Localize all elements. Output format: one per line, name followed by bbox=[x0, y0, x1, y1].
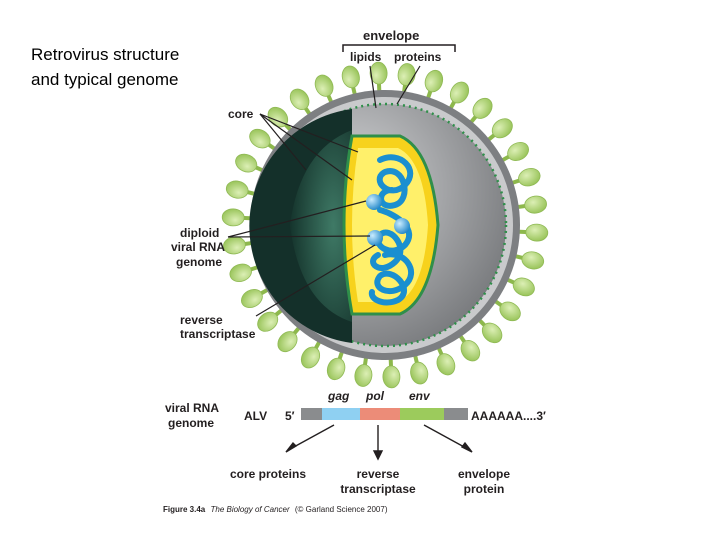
rna-strand-bottom bbox=[368, 251, 414, 306]
pointer-diploid-2 bbox=[227, 235, 371, 238]
caption-credit: (© Garland Science 2007) bbox=[295, 505, 388, 514]
genome-map-virus: ALV bbox=[244, 409, 267, 423]
gene-gag-label: gag bbox=[327, 389, 350, 403]
spike-head bbox=[472, 97, 493, 119]
product-core-proteins: core proteins bbox=[230, 467, 306, 481]
gene-pol-segment bbox=[360, 408, 400, 420]
label-rt-2: transcriptase bbox=[180, 327, 256, 341]
spike-head bbox=[221, 208, 245, 227]
spike-head bbox=[481, 322, 503, 344]
label-envelope: envelope bbox=[363, 28, 419, 43]
spike-head bbox=[241, 288, 263, 309]
product-arrows bbox=[285, 424, 473, 461]
label-lipids: lipids bbox=[350, 50, 382, 64]
spike-head bbox=[223, 236, 246, 255]
product-rt-line-2: transcriptase bbox=[340, 482, 416, 496]
spike-head bbox=[257, 311, 279, 332]
pointer-diploid-1 bbox=[227, 200, 367, 238]
spike-head bbox=[235, 153, 258, 173]
pointer-lipids bbox=[369, 65, 377, 109]
spike-head bbox=[499, 301, 521, 322]
slide-title-line-1: Retrovirus structure bbox=[31, 45, 180, 64]
arrow-pol-head bbox=[372, 450, 384, 461]
core-interior bbox=[290, 130, 352, 322]
genome-map-3prime: AAAAAA....3′ bbox=[471, 409, 546, 423]
reverse-transcriptase-1 bbox=[366, 194, 382, 210]
product-envelope-line-2: protein bbox=[464, 482, 505, 496]
arrow-gag-head bbox=[285, 441, 298, 453]
genome-map-5prime: 5′ bbox=[285, 409, 295, 423]
caption-figure-number: Figure 3.4a bbox=[163, 505, 206, 514]
pointer-core-2 bbox=[259, 113, 307, 171]
spike-head bbox=[225, 180, 249, 199]
gene-env-label: env bbox=[409, 389, 431, 403]
pointer-core-3 bbox=[259, 113, 359, 153]
product-rt-line-1: reverse bbox=[357, 467, 400, 481]
spike-head bbox=[277, 331, 298, 353]
label-diploid-2: viral RNA bbox=[171, 240, 225, 254]
spike-head bbox=[354, 364, 373, 387]
spike-head bbox=[512, 277, 535, 297]
figure-caption: Figure 3.4a The Biology of Cancer (© Gar… bbox=[163, 505, 388, 514]
arrow-env-head bbox=[460, 441, 473, 453]
spike-head bbox=[521, 251, 545, 270]
spike-head bbox=[382, 365, 401, 389]
arrow-gag-line bbox=[291, 424, 335, 449]
label-proteins: proteins bbox=[394, 50, 442, 64]
spike-head bbox=[518, 168, 541, 187]
pointer-rt bbox=[255, 244, 376, 317]
spike-head bbox=[460, 340, 481, 362]
pointers-diploid bbox=[227, 200, 371, 238]
spike-head bbox=[369, 61, 388, 85]
spike-head bbox=[314, 74, 334, 97]
arrow-env-line bbox=[423, 424, 467, 449]
envelope-bracket bbox=[342, 44, 456, 52]
pointer-proteins bbox=[396, 65, 421, 105]
caption-book-title: The Biology of Cancer bbox=[210, 505, 289, 514]
spike-head bbox=[229, 263, 252, 282]
reverse-transcriptase-2 bbox=[394, 218, 410, 234]
pointers-core bbox=[259, 113, 359, 181]
spike-head bbox=[410, 361, 429, 385]
gene-env-segment bbox=[400, 408, 444, 420]
rna-strand-top bbox=[376, 154, 414, 209]
virion bbox=[221, 61, 549, 389]
spike-head bbox=[449, 81, 470, 104]
spike-head bbox=[249, 128, 271, 149]
label-rt-1: reverse bbox=[180, 313, 223, 327]
spike-head bbox=[326, 357, 346, 381]
spike-head bbox=[397, 63, 416, 86]
spike-head bbox=[507, 141, 529, 162]
slide-title-line-2: and typical genome bbox=[31, 70, 179, 89]
reverse-transcriptase-3 bbox=[367, 230, 383, 246]
spike-head bbox=[491, 118, 513, 139]
spike-head bbox=[436, 353, 456, 376]
spike-head bbox=[524, 195, 547, 214]
genome-map-label-2: genome bbox=[168, 416, 214, 430]
spike-head bbox=[300, 346, 321, 369]
spike-head bbox=[424, 69, 444, 93]
spike-head bbox=[525, 223, 549, 242]
pointer-core-1 bbox=[259, 113, 353, 181]
spike-head bbox=[289, 88, 310, 110]
genome-bar bbox=[301, 408, 468, 420]
genome-5-end bbox=[301, 408, 322, 420]
gene-gag-segment bbox=[322, 408, 360, 420]
label-core: core bbox=[228, 107, 254, 121]
label-diploid-3: genome bbox=[176, 255, 222, 269]
label-diploid-1: diploid bbox=[180, 226, 219, 240]
genome-map-label-1: viral RNA bbox=[165, 401, 219, 415]
genome-3-end bbox=[444, 408, 468, 420]
slide-title: Retrovirus structure and typical genome bbox=[31, 42, 231, 92]
gene-pol-label: pol bbox=[365, 389, 385, 403]
spike-head bbox=[341, 65, 360, 89]
product-envelope-line-1: envelope bbox=[458, 467, 510, 481]
